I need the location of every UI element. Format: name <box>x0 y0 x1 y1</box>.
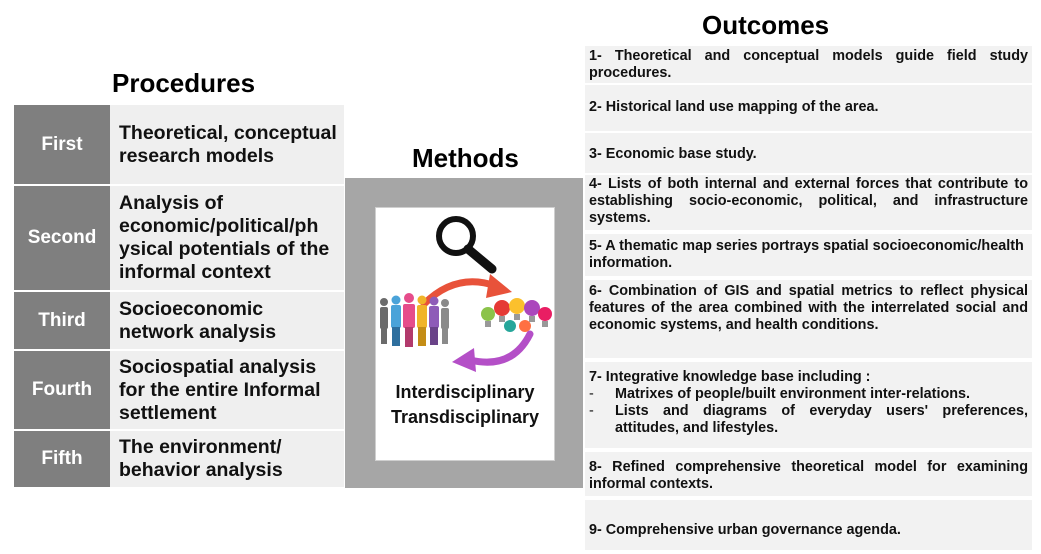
outcome-item-9: 9- Comprehensive urban governance agenda… <box>585 500 1032 550</box>
outcome-item-2: 2- Historical land use mapping of the ar… <box>585 85 1032 131</box>
magnifier-icon <box>436 216 497 274</box>
procedure-label: First <box>14 105 110 184</box>
outcome-item-7-bullet: - Matrixes of people/built environment i… <box>589 386 1028 403</box>
procedure-label: Fifth <box>14 431 110 487</box>
outcome-item-7-heading: 7- Integrative knowledge base including … <box>589 369 871 385</box>
cycle-arrow-purple-icon <box>452 330 534 372</box>
bullet-marker: - <box>589 386 594 402</box>
outcome-item-7-bullet: - Lists and diagrams of everyday users' … <box>589 403 1028 437</box>
outcome-item-4: 4- Lists of both internal and external f… <box>585 175 1032 230</box>
methods-transdisciplinary: Transdisciplinary <box>390 407 540 427</box>
cycle-arrow-red-icon <box>420 274 512 308</box>
procedure-row-fourth: Fourth Sociospatial analysis for the ent… <box>14 351 344 429</box>
outcome-item-1: 1- Theoretical and conceptual models gui… <box>585 46 1032 83</box>
methods-card: Interdisciplinary Transdisciplinary <box>375 207 555 461</box>
procedure-text: Analysis of economic/political/ph ysical… <box>110 186 344 290</box>
outcome-item-5: 5- A thematic map series portrays spatia… <box>585 234 1032 276</box>
outcome-item-8: 8- Refined comprehensive theoretical mod… <box>585 452 1032 496</box>
procedure-label: Fourth <box>14 351 110 429</box>
methods-interdisciplinary: Interdisciplinary <box>395 382 535 402</box>
procedure-row-first: First Theoretical, conceptual research m… <box>14 105 344 184</box>
people-group-icon <box>380 293 449 347</box>
methods-title: Methods <box>412 143 519 173</box>
outcomes-title: Outcomes <box>702 10 830 40</box>
procedure-row-third: Third Socioeconomic network analysis <box>14 292 344 349</box>
procedure-text: Socioeconomic network analysis <box>110 292 344 349</box>
procedure-label: Third <box>14 292 110 349</box>
bullet-marker: - <box>589 403 594 419</box>
bullet-text: Matrixes of people/built environment int… <box>615 386 971 402</box>
procedure-text: Sociospatial analysis for the entire Inf… <box>110 351 344 429</box>
outcome-item-6: 6- Combination of GIS and spatial metric… <box>585 280 1032 358</box>
bullet-text: Lists and diagrams of everyday users' pr… <box>615 403 1028 436</box>
procedure-text: The environment/ behavior analysis <box>110 431 344 487</box>
outcome-item-7: 7- Integrative knowledge base including … <box>585 362 1032 448</box>
lightbulbs-icon <box>481 298 552 332</box>
procedure-label: Second <box>14 186 110 290</box>
procedure-text: Theoretical, conceptual research models <box>110 105 344 184</box>
procedures-title: Procedures <box>112 68 256 98</box>
outcome-item-3: 3- Economic base study. <box>585 133 1032 173</box>
procedure-row-fifth: Fifth The environment/ behavior analysis <box>14 431 344 487</box>
procedure-row-second: Second Analysis of economic/political/ph… <box>14 186 344 290</box>
